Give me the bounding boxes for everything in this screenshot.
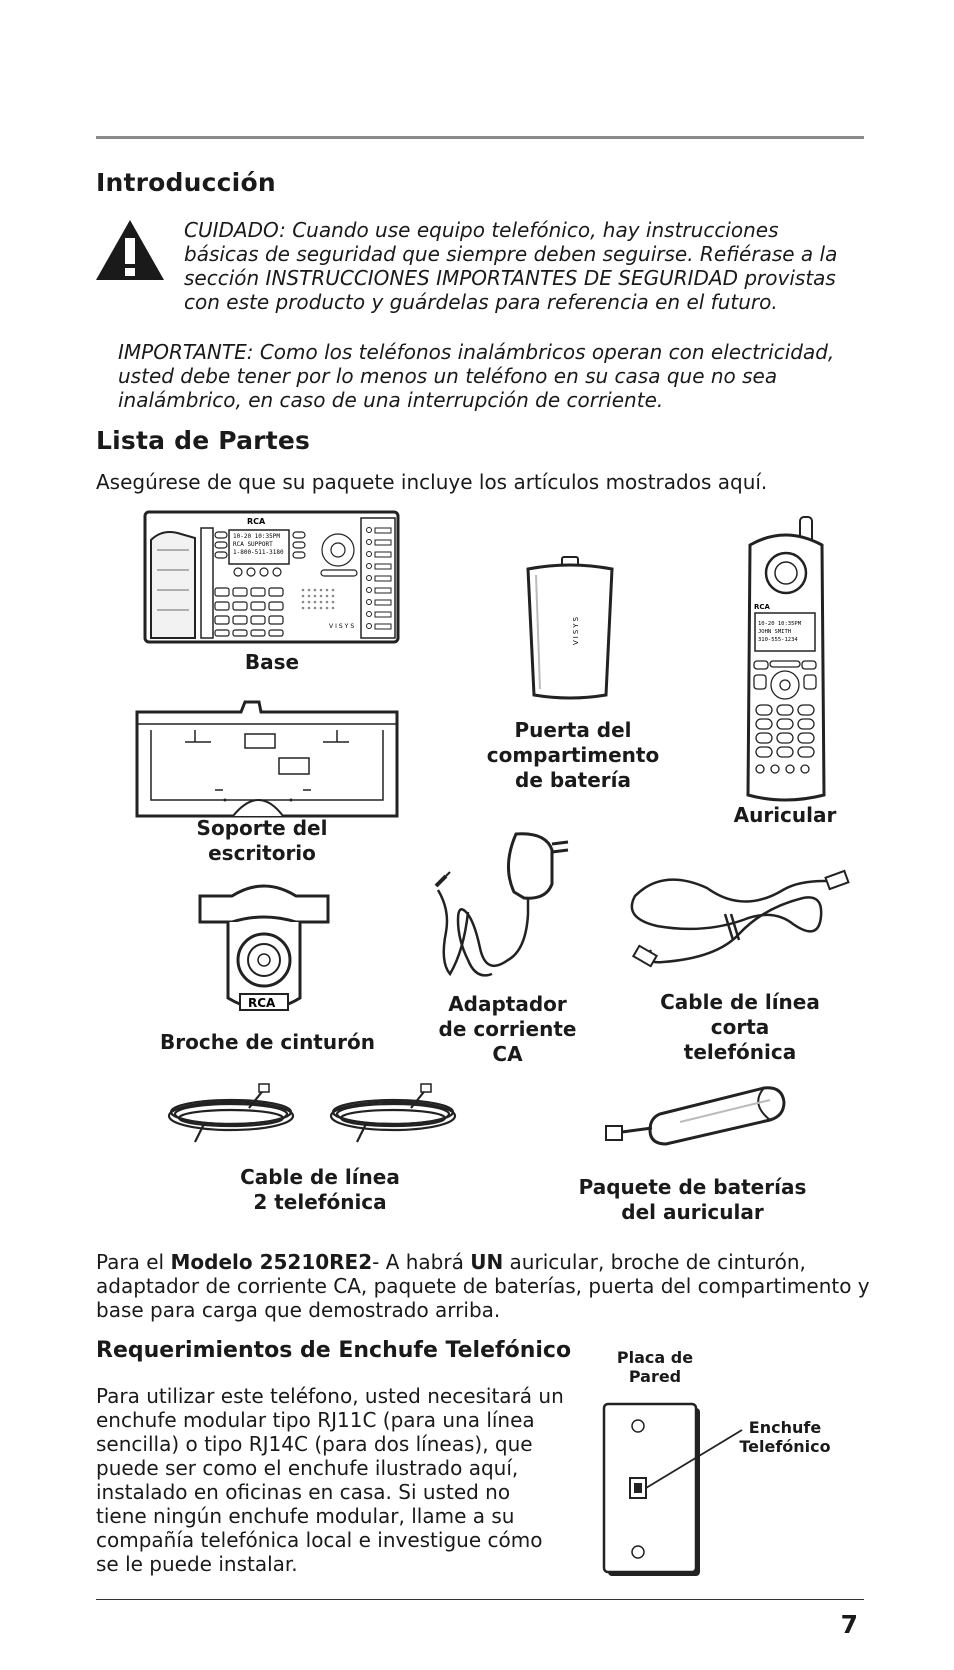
model-number: Modelo 25210RE2 bbox=[170, 1250, 373, 1274]
model-note: Para el Modelo 25210RE2- A habrá UN auri… bbox=[96, 1250, 876, 1322]
caption-handset: Auricular bbox=[733, 803, 837, 827]
handset-screen-line-1: 10-20 10:35PM bbox=[758, 621, 802, 627]
wall-plate-label: Placa de Pared bbox=[616, 1348, 694, 1386]
ac-adapter-illustration bbox=[434, 832, 569, 977]
parts-title: Lista de Partes bbox=[96, 426, 311, 455]
jack-body: Para utilizar este teléfono, usted neces… bbox=[96, 1384, 564, 1576]
model-note-prefix: Para el bbox=[96, 1250, 171, 1274]
line-cords-illustration bbox=[167, 1083, 457, 1143]
base-logo: RCA bbox=[247, 517, 266, 526]
belt-clip-illustration: RCA bbox=[198, 884, 330, 1011]
parts-subtitle: Asegúrese de que su paquete incluye los … bbox=[96, 470, 768, 494]
short-line-cord-illustration bbox=[630, 869, 850, 968]
caption-ac-adapter: Adaptador de corriente CA bbox=[438, 992, 577, 1066]
caption-base: Base bbox=[244, 650, 300, 674]
caption-line-cords: Cable de línea 2 telefónica bbox=[240, 1165, 400, 1214]
battery-door-brand: VISYS bbox=[572, 615, 580, 645]
page-number: 7 bbox=[840, 1610, 858, 1639]
base-brand: VISYS bbox=[329, 623, 356, 630]
model-note-mid: - A habrá bbox=[372, 1250, 471, 1274]
battery-pack-illustration bbox=[605, 1086, 786, 1146]
battery-door-illustration: VISYS bbox=[526, 556, 614, 700]
caption-battery-pack: Paquete de baterías del auricular bbox=[578, 1175, 807, 1224]
warning-icon bbox=[96, 220, 164, 280]
caption-desk-stand: Soporte del escritorio bbox=[196, 816, 328, 865]
base-screen-line-3: 1-800-511-3180 bbox=[233, 549, 284, 556]
caption-belt-clip: Broche de cinturón bbox=[160, 1030, 375, 1054]
base-illustration: 10-20 10:35PM RCA SUPPORT 1-800-511-3180… bbox=[143, 510, 400, 644]
caption-battery-door: Puerta del compartimento de batería bbox=[486, 718, 660, 792]
caution-text: CUIDADO: Cuando use equipo telefónico, h… bbox=[184, 218, 838, 314]
wall-plate-illustration bbox=[602, 1402, 743, 1576]
handset-screen-line-2: JOHN SMITH bbox=[758, 629, 791, 635]
important-text: IMPORTANTE: Como los teléfonos inalámbri… bbox=[118, 340, 835, 412]
top-rule bbox=[96, 136, 864, 139]
base-screen-line-1: 10-20 10:35PM bbox=[233, 533, 280, 540]
jack-title: Requerimientos de Enchufe Telefónico bbox=[96, 1338, 572, 1363]
jack-label: Enchufe Telefónico bbox=[739, 1418, 831, 1456]
caption-short-cord: Cable de línea corta telefónica bbox=[660, 990, 820, 1064]
model-note-un: UN bbox=[470, 1250, 504, 1274]
model-note-suffix: auricular, broche de cinturón, adaptador… bbox=[96, 1250, 870, 1322]
base-screen-line-2: RCA SUPPORT bbox=[233, 541, 273, 548]
handset-illustration: RCA 10-20 10:35PM JOHN SMITH 310-555-123… bbox=[746, 516, 826, 802]
desk-stand-illustration bbox=[135, 700, 399, 818]
handset-logo: RCA bbox=[754, 603, 771, 611]
bottom-rule bbox=[96, 1599, 864, 1600]
belt-clip-logo: RCA bbox=[248, 996, 276, 1010]
handset-screen-line-3: 310-555-1234 bbox=[758, 637, 798, 643]
intro-title: Introducción bbox=[96, 168, 276, 197]
